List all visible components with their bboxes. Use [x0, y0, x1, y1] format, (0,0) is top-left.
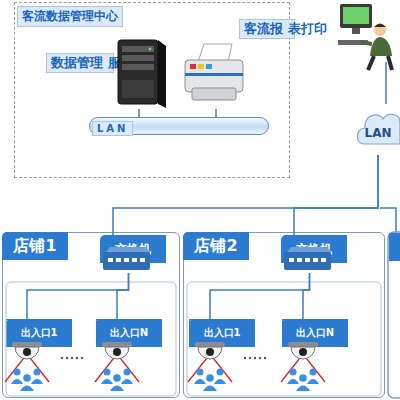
dot	[264, 357, 266, 359]
store-box: 交换机出入口1 出入口N 店铺2	[183, 232, 385, 398]
center-box: 数据管理 服务器 客流报 表打印 LAN 客流数据管理中心	[14, 2, 290, 178]
store-tab	[389, 233, 400, 261]
server-led	[149, 48, 152, 51]
person-head	[374, 24, 386, 36]
node-text: 数据管理 服务器	[46, 53, 114, 73]
node-text: LAN	[92, 121, 133, 136]
monitor-stand	[352, 28, 360, 34]
switch-node: 交换机	[282, 235, 337, 273]
printer-ink	[190, 64, 196, 69]
gate-area-frame	[187, 282, 381, 396]
camera-icon	[281, 342, 325, 391]
network-cable	[117, 273, 129, 319]
lan-bar: LAN	[89, 117, 269, 135]
printer-icon	[185, 44, 243, 100]
server-bay	[122, 46, 154, 52]
cloud-outline	[357, 114, 400, 144]
printer-paper	[198, 44, 232, 62]
store-box: 交换机出入口1 出入口N 店铺1	[2, 232, 180, 398]
dot	[249, 357, 251, 359]
lan-tap-line	[138, 109, 140, 117]
gate-label: 出入口N	[282, 319, 324, 335]
network-cable	[303, 273, 310, 319]
node-text: 出入口N	[96, 319, 162, 347]
lan-tap-line	[215, 109, 217, 117]
node-text: 交换机	[100, 235, 166, 263]
lan-cloud: LAN	[356, 100, 400, 155]
dot	[61, 357, 63, 359]
gate-label: 出入口N	[96, 319, 138, 335]
server-side	[158, 40, 166, 108]
monitor	[340, 4, 372, 28]
dot	[66, 357, 68, 359]
server-bay	[122, 64, 154, 70]
node-text: LAN	[365, 116, 392, 140]
operator-icon	[338, 4, 392, 104]
person-hair	[374, 24, 386, 28]
network-cable	[210, 273, 310, 319]
ellipsis-dots	[61, 357, 266, 359]
keyboard	[338, 40, 368, 45]
printer-body	[185, 60, 243, 92]
dot	[71, 357, 73, 359]
gate-label: 出入口1	[6, 319, 48, 335]
server-front	[118, 40, 158, 104]
dot	[254, 357, 256, 359]
printer-tray	[192, 88, 236, 100]
node-text: 店铺2	[183, 232, 249, 260]
gate-label: 出入口1	[189, 319, 231, 335]
network-wire	[380, 208, 396, 236]
printer-ink	[206, 64, 212, 69]
switch-node: 交换机	[101, 235, 156, 273]
dot	[244, 357, 246, 359]
node-text: 交换机	[281, 235, 347, 263]
server-node: 数据管理 服务器	[46, 39, 166, 109]
node-text: 出入口1	[189, 319, 255, 347]
store-box	[388, 232, 400, 398]
camera-icon	[188, 342, 232, 391]
dot	[259, 357, 261, 359]
dot	[81, 357, 83, 359]
network-cable	[113, 155, 378, 235]
network-cable	[27, 273, 129, 319]
person-legs	[368, 56, 392, 70]
node-text: 客流数据管理中心	[17, 6, 123, 27]
printer-ink	[198, 64, 204, 69]
server-bay	[122, 55, 154, 61]
node-text: 店铺1	[2, 232, 68, 260]
person-arm	[360, 42, 372, 44]
printer-trim	[185, 73, 243, 76]
node-text: 出入口N	[282, 319, 348, 347]
network-cable	[294, 155, 378, 235]
monitor-screen	[343, 7, 369, 24]
server-vent	[122, 80, 154, 98]
gate-area-frame	[6, 282, 176, 396]
person-body	[370, 37, 392, 56]
network-wire	[385, 62, 387, 104]
node-text: 出入口1	[6, 319, 72, 347]
node-text: 客流报 表打印	[239, 19, 295, 39]
camera-icon	[95, 342, 139, 391]
camera-icon	[5, 342, 49, 391]
server-icon	[118, 40, 166, 108]
printer-node: 客流报 表打印	[181, 19, 289, 109]
dot	[76, 357, 78, 359]
